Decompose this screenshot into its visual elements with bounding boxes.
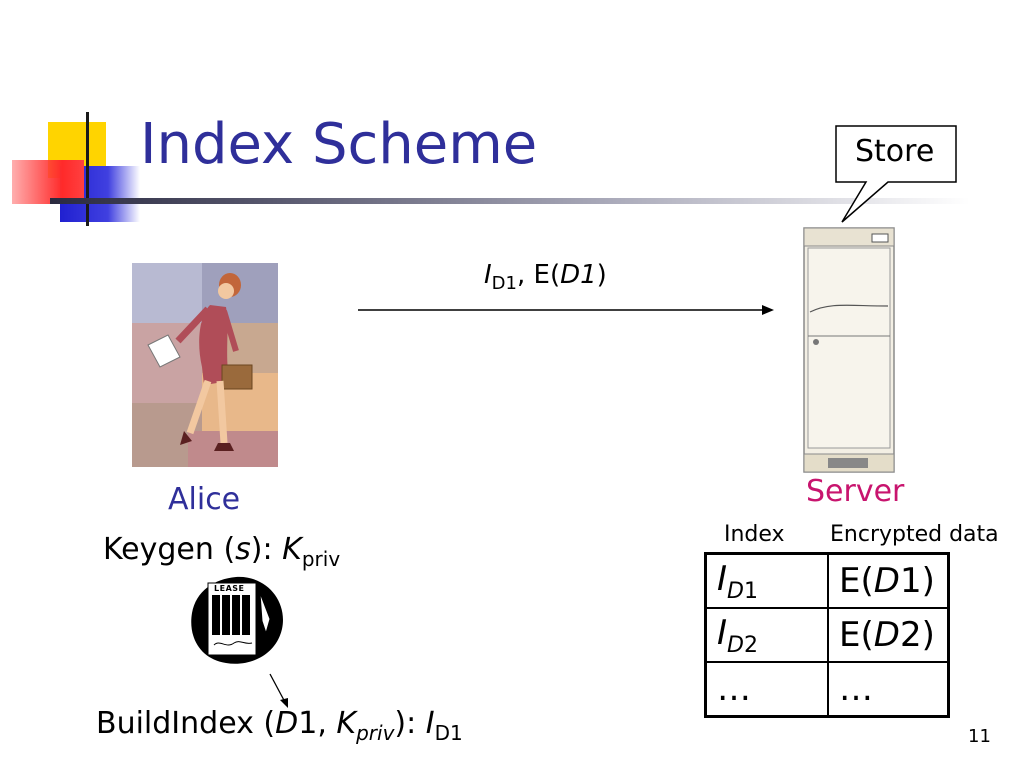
- alice-illustration: [132, 263, 278, 467]
- build-doc: D: [275, 706, 299, 741]
- transfer-arrow: [358, 305, 774, 315]
- build-index-subscript: D1: [434, 721, 463, 745]
- build-arrow: [269, 673, 288, 708]
- table-cell-index: ID2: [704, 607, 829, 663]
- alice-label: Alice: [168, 482, 241, 517]
- label-separator: , E(: [516, 260, 561, 290]
- title-divider: [50, 198, 970, 204]
- keygen-key-subscript: priv: [301, 547, 341, 571]
- server-label: Server: [806, 474, 905, 509]
- corner-decoration: [0, 100, 142, 230]
- lease-document-icon: [191, 576, 283, 664]
- index-table: ID1 E(D1) ID2 E(D2) … …: [704, 552, 950, 718]
- table-cell-encrypted: …: [827, 661, 950, 718]
- index-symbol: I: [484, 260, 492, 290]
- cell-index-num: 1: [743, 578, 758, 604]
- cell-enc-doc: D: [873, 615, 900, 655]
- lease-icon-label: LEASE: [214, 584, 245, 593]
- vertical-line: [86, 112, 89, 226]
- keygen-seed: s: [235, 532, 251, 567]
- build-index: I: [425, 706, 435, 741]
- cell-enc-num: 1): [899, 561, 935, 601]
- doc-symbol: D1: [560, 260, 597, 290]
- store-callout: [835, 125, 957, 223]
- cell-index-sub: D: [727, 578, 744, 604]
- build-mid: ):: [394, 706, 426, 741]
- table-cell-index: ID1: [704, 552, 829, 609]
- cell-index-num: 2: [743, 632, 758, 658]
- cell-index-sub: D: [727, 632, 744, 658]
- cell-enc-num: 2): [899, 615, 935, 655]
- index-subscript: D1: [491, 273, 517, 295]
- keygen-prefix: Keygen (: [103, 532, 236, 567]
- build-one: 1,: [298, 706, 337, 741]
- store-callout-label: Store: [855, 134, 935, 169]
- table-row: ID2 E(D2): [704, 607, 950, 663]
- table-row: … …: [704, 661, 950, 718]
- build-key: K: [336, 706, 357, 741]
- table-header-encrypted: Encrypted data: [830, 522, 999, 547]
- label-close: ): [596, 260, 607, 290]
- table-cell-encrypted: E(D1): [827, 552, 950, 609]
- table-row: ID1 E(D1): [704, 552, 950, 609]
- cell-index-symbol: I: [717, 558, 728, 599]
- keygen-key: K: [282, 532, 302, 567]
- build-prefix: BuildIndex (: [96, 706, 276, 741]
- cell-enc-open: E(: [839, 561, 874, 601]
- keygen-text: Keygen (s): Kpriv: [103, 532, 340, 571]
- table-cell-encrypted: E(D2): [827, 607, 950, 663]
- table-cell-index: …: [704, 661, 829, 718]
- buildindex-text: BuildIndex (D1, Kpriv): ID1: [96, 706, 463, 745]
- cell-index-symbol: I: [717, 612, 728, 653]
- page-title: Index Scheme: [140, 112, 538, 177]
- server-icon: [803, 227, 895, 473]
- table-header-index: Index: [724, 522, 785, 547]
- red-block: [12, 160, 84, 204]
- transfer-label: ID1, E(D1): [484, 260, 607, 294]
- cell-enc-doc: D: [873, 561, 900, 601]
- cell-enc-open: E(: [839, 615, 874, 655]
- page-number: 11: [968, 726, 991, 747]
- keygen-mid: ):: [250, 532, 283, 567]
- build-key-subscript: priv: [356, 721, 395, 745]
